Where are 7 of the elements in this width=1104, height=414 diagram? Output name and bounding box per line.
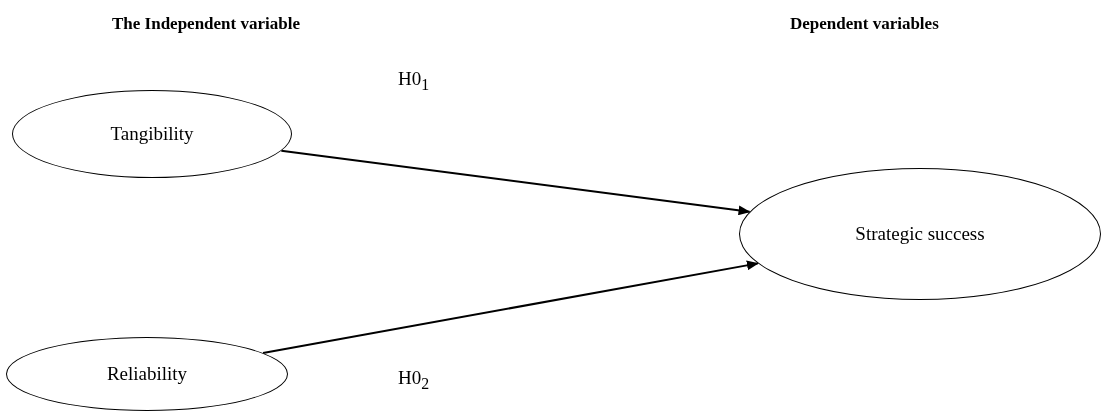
node-label: Strategic success	[855, 223, 985, 245]
node-label: Reliability	[106, 363, 188, 385]
column-heading: Dependent variables	[790, 14, 939, 34]
column-heading: The Independent variable	[112, 14, 300, 34]
arrow	[262, 260, 759, 354]
node-label: Tangibility	[110, 123, 194, 145]
arrow	[280, 149, 751, 216]
